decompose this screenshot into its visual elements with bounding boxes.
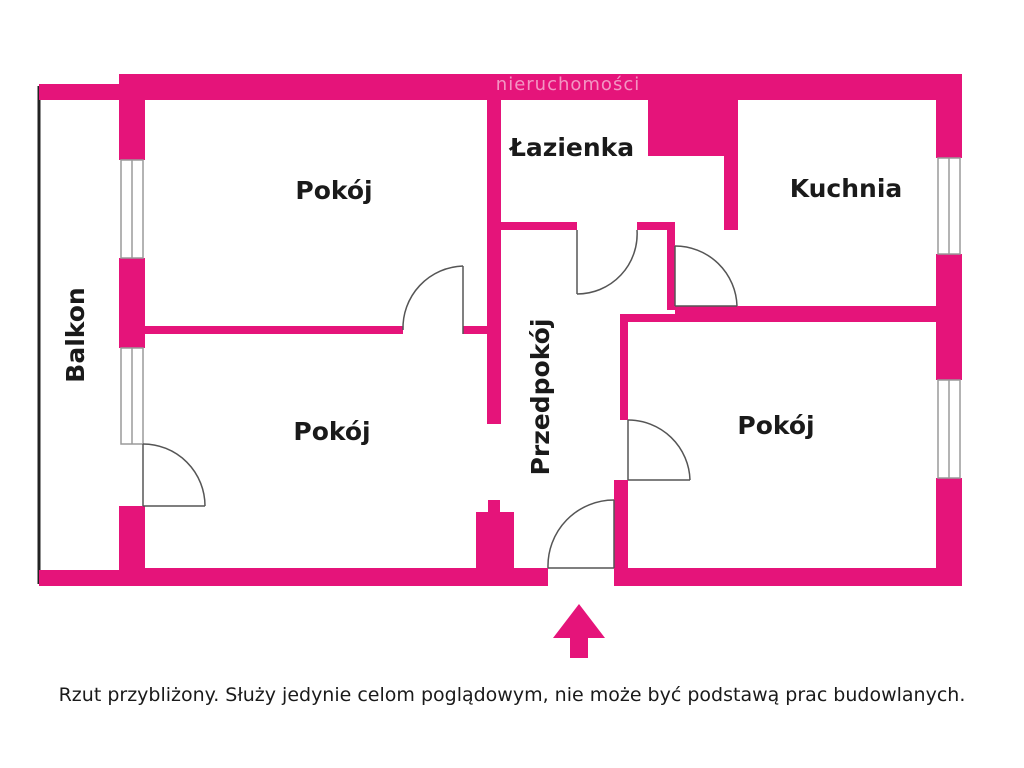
balcony-top-wall	[39, 84, 121, 100]
wall-left-2	[119, 258, 145, 348]
window-right-bottom	[937, 379, 961, 479]
wall-right-3	[936, 478, 962, 586]
wall-bathroom-right	[724, 156, 738, 230]
outer-walls	[119, 74, 962, 586]
wall-bathroom-bottom-left	[501, 222, 577, 230]
room-label-pokoj-right: Pokój	[737, 411, 814, 440]
wall-right-1	[936, 74, 962, 158]
door-entrance	[547, 499, 615, 569]
wall-pokoj-divider	[145, 326, 403, 334]
doors	[142, 229, 738, 569]
window-right-top	[937, 157, 961, 255]
room-label-pokoj-bottom-left: Pokój	[293, 417, 370, 446]
door-pokoj-right	[627, 419, 691, 481]
wall-bottom-right	[614, 568, 962, 586]
wall-bathroom-shaft	[648, 100, 738, 156]
wall-column	[476, 512, 514, 570]
interior-walls	[145, 100, 936, 570]
room-label-lazienka: Łazienka	[508, 133, 634, 162]
wall-pokoj-divider-end	[463, 326, 493, 334]
wall-hall-left	[487, 100, 501, 424]
balcony-bottom-wall	[39, 570, 121, 586]
window-left-bottom	[120, 347, 144, 445]
wall-right-2	[936, 254, 962, 380]
door-balcony	[142, 443, 206, 507]
arrow-up-icon	[553, 604, 605, 658]
disclaimer-caption: Rzut przybliżony. Służy jedynie celom po…	[58, 684, 966, 706]
wall-kitchen-left	[667, 230, 675, 310]
door-kitchen	[674, 245, 738, 307]
windows	[120, 157, 961, 479]
balcony	[37, 84, 121, 586]
wall-right-room-left-2	[614, 480, 628, 568]
wall-bottom-left	[119, 568, 548, 586]
watermark: nieruchomości	[496, 74, 640, 95]
wall-left-3	[119, 506, 145, 586]
wall-hall-stub	[488, 500, 500, 514]
wall-right-room-top	[620, 314, 936, 322]
window-left-top	[120, 159, 144, 259]
door-bathroom	[576, 229, 638, 295]
door-pokoj-top-left	[402, 265, 464, 334]
wall-left-1	[119, 74, 145, 160]
room-label-pokoj-top-left: Pokój	[295, 176, 372, 205]
wall-bathroom-bottom-right	[637, 222, 675, 230]
wall-top	[119, 74, 962, 100]
room-label-przedpokoj: Przedpokój	[526, 319, 555, 476]
wall-right-room-left-1	[620, 314, 628, 420]
room-label-kuchnia: Kuchnia	[790, 174, 903, 203]
room-label-balkon: Balkon	[61, 287, 90, 382]
wall-kitchen-bottom	[675, 306, 936, 314]
